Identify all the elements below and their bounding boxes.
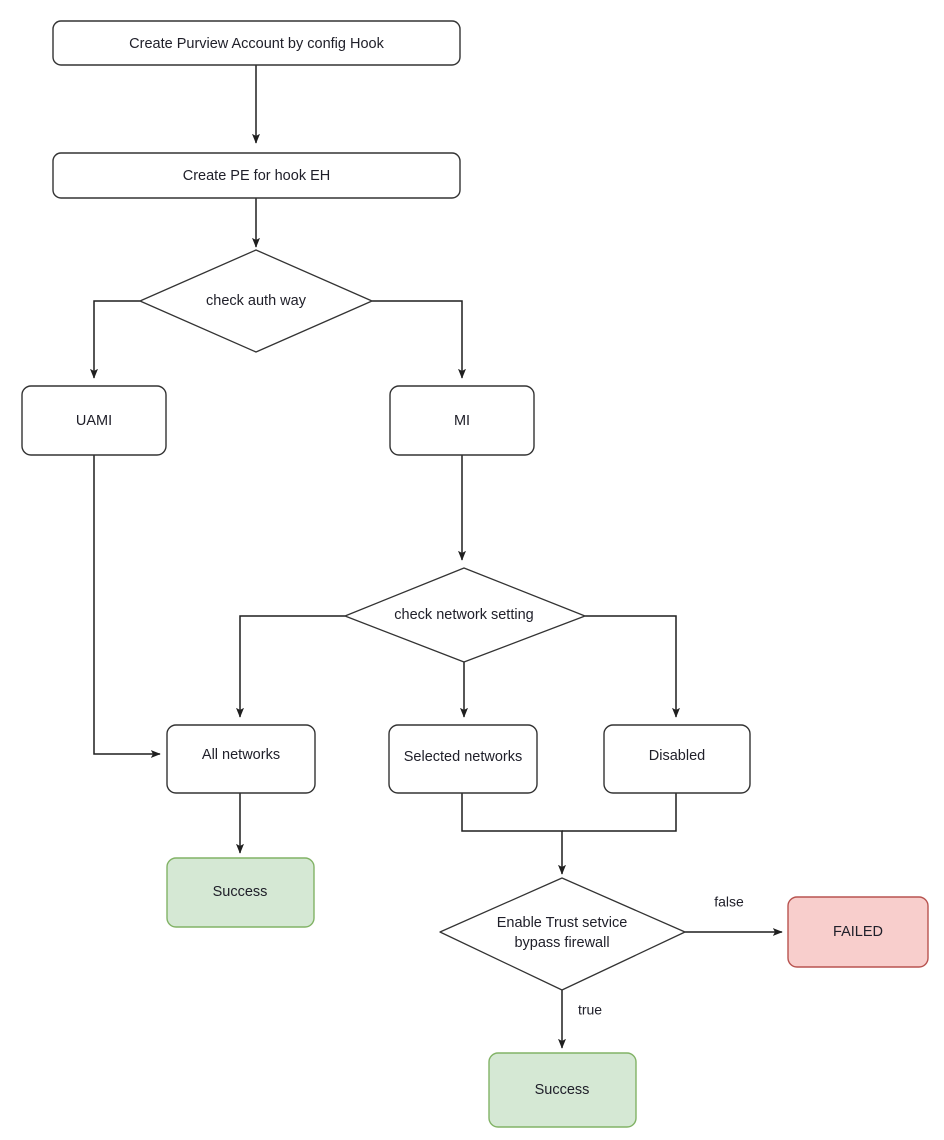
node-success-bottom-label: Success [535,1082,590,1098]
node-success-bottom-shape [488,1052,637,1128]
node-success-bottom[interactable]: Success [488,1052,637,1128]
node-success-left-shape [166,857,315,928]
node-selected-networks-shape [388,724,538,794]
node-failed[interactable]: FAILED [787,896,929,968]
edge-check-auth-to-mi [372,300,466,379]
node-enable-trust-service-label-line2: bypass firewall [514,935,609,951]
node-check-network-setting[interactable]: check network setting [344,567,586,663]
edge-check-network-to-disabled [585,615,680,718]
node-mi-label: MI [454,413,470,429]
node-uami-label: UAMI [76,413,112,429]
edge-check-auth-to-uami [90,300,140,379]
edge-disabled-to-trust-service [562,793,677,832]
node-disabled-shape [603,724,751,794]
node-disabled[interactable]: Disabled [603,724,751,794]
node-create-pe-shape [52,152,461,199]
node-failed-label: FAILED [833,924,883,940]
node-failed-shape [787,896,929,968]
node-check-network-setting-shape [344,567,586,663]
node-enable-trust-service-shape [439,877,686,991]
node-success-left[interactable]: Success [166,857,315,928]
node-check-network-setting-label: check network setting [394,607,533,623]
node-success-left-label: Success [213,884,268,900]
node-uami-shape [21,385,167,456]
node-mi[interactable]: MI [389,385,535,456]
node-create-pe-label: Create PE for hook EH [183,168,331,184]
node-mi-shape [389,385,535,456]
node-uami[interactable]: UAMI [21,385,167,456]
node-create-purview-account[interactable]: Create Purview Account by config Hook [52,20,461,66]
edge-label-false: false [714,894,744,910]
node-check-auth-way-shape [139,249,373,353]
node-all-networks[interactable]: All networks [166,724,316,794]
node-enable-trust-service-label-line1: Enable Trust setvice [497,915,628,931]
edge-label-layer: false true [578,894,744,1018]
node-selected-networks-label: Selected networks [404,749,522,765]
edge-layer [90,65,783,1049]
edge-uami-to-all-networks [93,455,161,758]
node-create-purview-account-shape [52,20,461,66]
node-check-auth-way-label: check auth way [206,293,307,309]
node-all-networks-label: All networks [202,747,280,763]
node-selected-networks[interactable]: Selected networks [388,724,538,794]
edge-selected-networks-to-trust-service [461,793,566,875]
node-create-purview-account-label: Create Purview Account by config Hook [129,36,384,52]
node-all-networks-shape [166,724,316,794]
node-enable-trust-service-bypass-firewall[interactable]: Enable Trust setvice bypass firewall [439,877,686,991]
node-check-auth-way[interactable]: check auth way [139,249,373,353]
node-create-pe[interactable]: Create PE for hook EH [52,152,461,199]
edge-check-network-to-all-networks [236,615,345,718]
node-disabled-label: Disabled [649,748,705,764]
edge-label-true: true [578,1002,602,1018]
